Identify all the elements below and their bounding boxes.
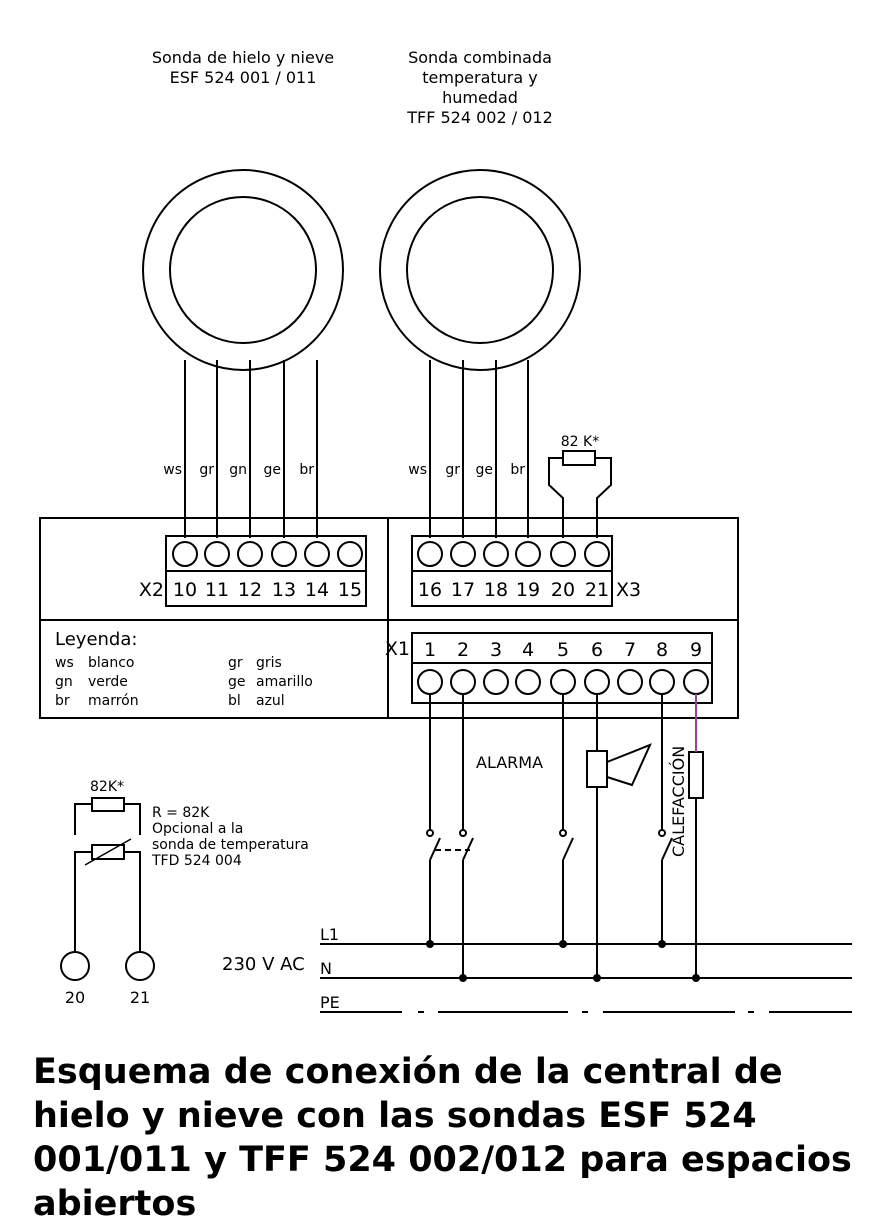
- wire-label: ws: [163, 462, 182, 478]
- legend-name: marrón: [88, 693, 139, 709]
- voltage-label: 230 V AC: [222, 954, 305, 975]
- terminal-number: 20: [551, 579, 575, 601]
- wire-label: gr: [199, 462, 214, 478]
- wire-label: ws: [408, 462, 427, 478]
- terminal-number: 15: [338, 579, 362, 601]
- bridge-resistor-label: 82 K*: [561, 434, 599, 450]
- pe-label: PE: [320, 993, 340, 1012]
- n-label: N: [320, 959, 332, 978]
- combined-probe-title-1: Sonda combinada: [408, 48, 552, 67]
- ice-snow-probe-title-2: ESF 524 001 / 011: [170, 68, 317, 87]
- wire-label: ge: [264, 462, 282, 478]
- legend-title: Leyenda:: [55, 629, 137, 650]
- x3-label: X3: [616, 579, 641, 601]
- terminal-number: 18: [484, 579, 508, 601]
- legend-code: gr: [228, 655, 243, 671]
- terminal-number: 1: [424, 639, 436, 661]
- terminal-number: 10: [173, 579, 197, 601]
- terminal-number: 14: [305, 579, 329, 601]
- terminal-number: 9: [690, 639, 702, 661]
- legend-code: br: [55, 693, 70, 709]
- optional-resistor-label: 82K*: [90, 779, 124, 795]
- alarm-horn-icon: [586, 750, 608, 788]
- heating-element-icon: [688, 751, 704, 799]
- x1-label: X1: [385, 638, 410, 660]
- combined-probe-outer: [379, 169, 581, 371]
- combined-probe-inner: [406, 196, 554, 344]
- ice-snow-probe-outer: [142, 169, 344, 371]
- wire-label: gn: [229, 462, 247, 478]
- terminal-21-label: 21: [130, 988, 150, 1007]
- diagram-caption: Esquema de conexión de la central de hie…: [33, 1052, 852, 1224]
- optional-resistor: [91, 797, 125, 812]
- legend-name: amarillo: [256, 674, 313, 690]
- terminal-number: 7: [624, 639, 636, 661]
- bridge-resistor: [562, 450, 596, 466]
- wire-label: gr: [445, 462, 460, 478]
- optional-note-1: R = 82K: [152, 805, 210, 821]
- combined-probe-title-3: humedad: [442, 88, 518, 107]
- legend-name: azul: [256, 693, 285, 709]
- x2-label: X2: [139, 579, 164, 601]
- terminal-number: 3: [490, 639, 502, 661]
- terminal-number: 16: [418, 579, 442, 601]
- alarm-label: ALARMA: [476, 753, 543, 772]
- optional-note-4: TFD 524 004: [151, 853, 242, 869]
- combined-probe-title-4: TFF 524 002 / 012: [406, 108, 553, 127]
- terminal-number: 19: [516, 579, 540, 601]
- wire-label: br: [510, 462, 525, 478]
- terminal-number: 5: [557, 639, 569, 661]
- legend-name: verde: [88, 674, 128, 690]
- legend-code: ge: [228, 674, 246, 690]
- terminal-number: 21: [585, 579, 609, 601]
- legend-name: blanco: [88, 655, 135, 671]
- wiring-diagram: Sonda de hielo y nieve ESF 524 001 / 011…: [39, 48, 852, 1013]
- ice-snow-probe-inner: [169, 196, 317, 344]
- legend-name: gris: [256, 655, 282, 671]
- terminal-number: 8: [656, 639, 668, 661]
- terminal-20-label: 20: [65, 988, 85, 1007]
- heating-label: CALEFACCIÓN: [669, 746, 688, 857]
- legend-code: ws: [55, 655, 74, 671]
- legend-code: bl: [228, 693, 241, 709]
- terminal-number: 12: [238, 579, 262, 601]
- optional-note-2: Opcional a la: [152, 821, 243, 837]
- terminal-number: 17: [451, 579, 475, 601]
- terminal-number: 11: [205, 579, 229, 601]
- terminal-21-icon: [125, 951, 155, 981]
- optional-note-3: sonda de temperatura: [152, 837, 309, 853]
- terminal-number: 2: [457, 639, 469, 661]
- terminal-number: 13: [272, 579, 296, 601]
- terminal-20-icon: [60, 951, 90, 981]
- l1-label: L1: [320, 925, 339, 944]
- wire-label: br: [299, 462, 314, 478]
- wire-label: ge: [476, 462, 494, 478]
- legend-code: gn: [55, 674, 73, 690]
- ice-snow-probe-title-1: Sonda de hielo y nieve: [152, 48, 334, 67]
- terminal-number: 4: [522, 639, 534, 661]
- terminal-number: 6: [591, 639, 603, 661]
- combined-probe-title-2: temperatura y: [422, 68, 537, 87]
